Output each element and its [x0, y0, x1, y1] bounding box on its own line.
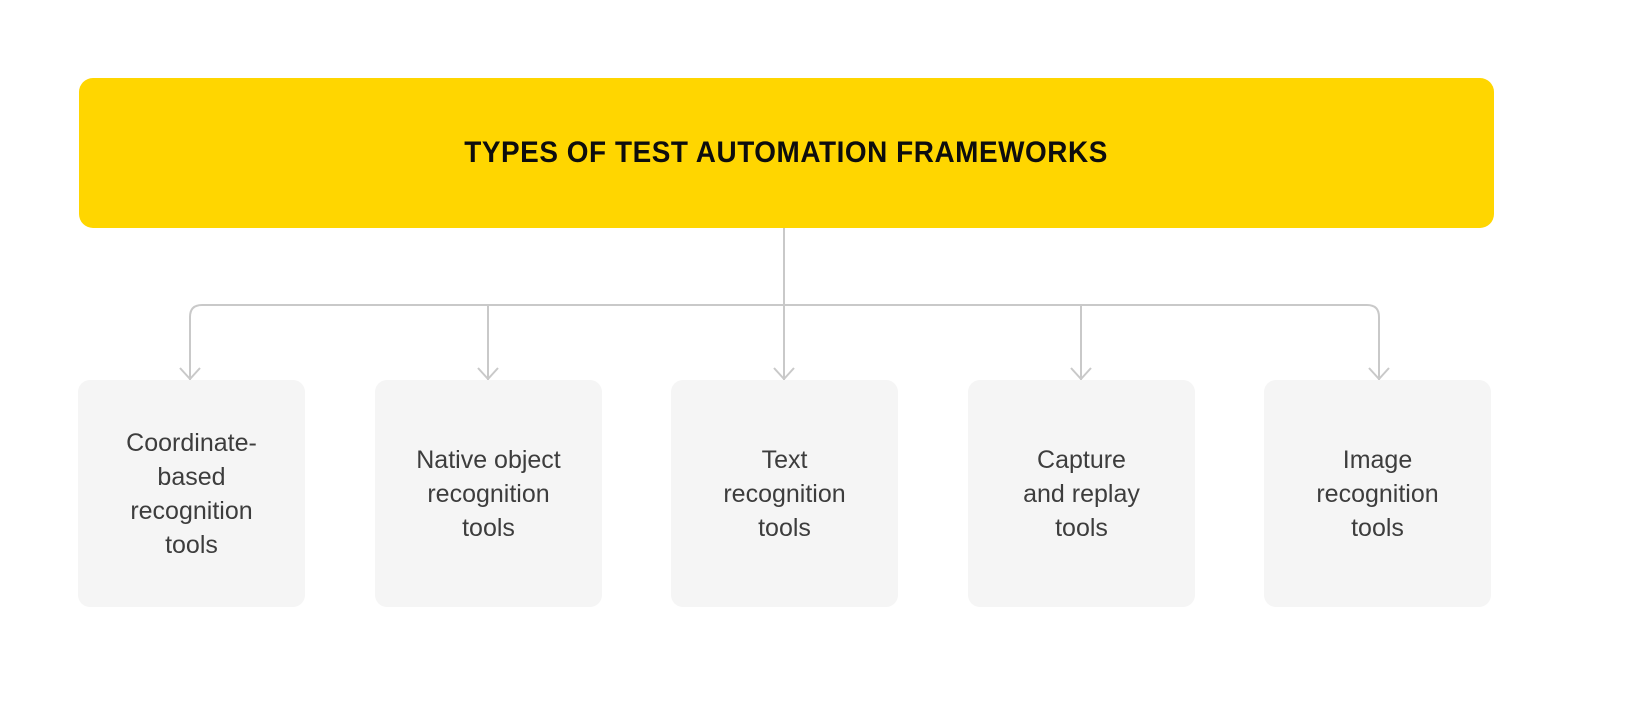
child-node-label: Coordinate- based recognition tools [126, 428, 257, 559]
arrowhead-0 [179, 367, 201, 380]
child-node-coordinate-based[interactable]: Coordinate- based recognition tools [78, 380, 305, 607]
arrowhead-4 [1368, 367, 1390, 380]
child-node-label: Text recognition tools [723, 445, 846, 542]
arrowhead-1 [477, 367, 499, 380]
child-node-label: Capture and replay tools [1023, 445, 1140, 542]
child-node-capture-and-replay[interactable]: Capture and replay tools [968, 380, 1195, 607]
root-node[interactable]: TYPES OF TEST AUTOMATION FRAMEWORKS [79, 78, 1494, 228]
child-nodes-row: Coordinate- based recognition tools Nati… [0, 380, 1648, 610]
arrowhead-2 [773, 367, 795, 380]
child-node-native-object[interactable]: Native object recognition tools [375, 380, 602, 607]
child-node-text-recognition[interactable]: Text recognition tools [671, 380, 898, 607]
child-node-image-recognition[interactable]: Image recognition tools [1264, 380, 1491, 607]
child-node-label: Image recognition tools [1316, 445, 1439, 542]
root-node-title: TYPES OF TEST AUTOMATION FRAMEWORKS [464, 136, 1109, 169]
arrowhead-3 [1070, 367, 1092, 380]
child-node-label: Native object recognition tools [416, 445, 561, 542]
connector-bus [189, 304, 1380, 380]
